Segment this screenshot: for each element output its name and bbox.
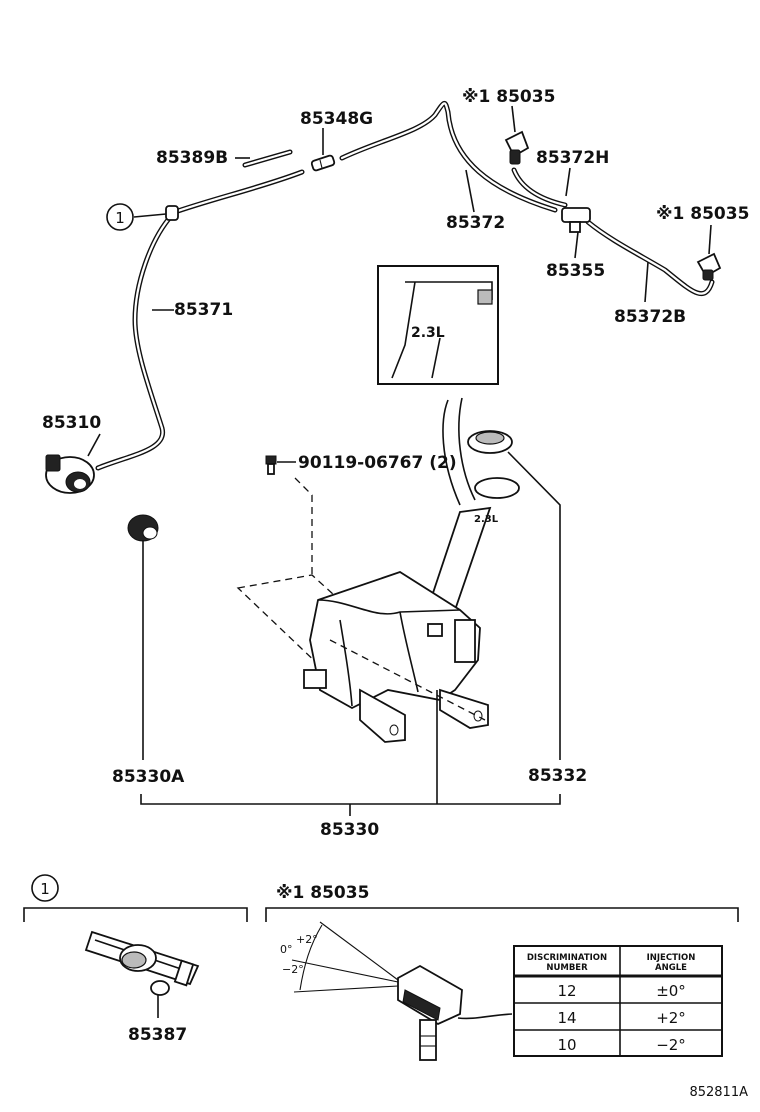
- leader-lines: [87, 105, 712, 816]
- engine-variant-inset: 2.3L: [377, 265, 499, 385]
- label-85035-right: ※1 85035: [656, 204, 749, 224]
- label-85035-detail: ※1 85035: [276, 883, 369, 903]
- label-85330a: 85330A: [112, 767, 185, 787]
- washer-pump-85310: [45, 454, 95, 494]
- hose-85372b: [585, 219, 715, 297]
- svg-text:1: 1: [40, 880, 50, 898]
- grommet-85330a: [127, 514, 159, 542]
- label-85348g: 85348G: [300, 109, 373, 129]
- label-85372h: 85372H: [536, 148, 609, 168]
- inset-engine-label: 2.3L: [411, 325, 445, 341]
- header-discrimination-line1: DISCRIMINATION: [527, 953, 607, 963]
- label-85035-top: ※1 85035: [462, 87, 555, 107]
- part-labels: ※1 85035 85348G 85389B 85372H 85372 ※1 8…: [42, 87, 749, 840]
- label-bolt: 90119-06767 (2): [298, 453, 457, 473]
- hose-85371: [95, 212, 175, 471]
- check-valve-85355: [561, 207, 591, 233]
- label-85389b: 85389B: [156, 148, 228, 168]
- injection-angle-table: DISCRIMINATION NUMBER INJECTION ANGLE 12…: [513, 945, 723, 1057]
- nozzle-85035-top: [504, 130, 530, 165]
- header-injection-line2: ANGLE: [655, 963, 687, 973]
- diagram-id: 852811A: [689, 1085, 748, 1100]
- header-discrimination-line2: NUMBER: [546, 963, 588, 973]
- washer-reservoir-tank: 2.3L: [236, 397, 520, 743]
- joint-85348g: [310, 154, 336, 172]
- table-cell: ±0°: [656, 982, 686, 1000]
- label-85310: 85310: [42, 413, 101, 433]
- table-cell: +2°: [656, 1009, 686, 1027]
- label-85372b: 85372B: [614, 307, 686, 327]
- table-cell: 10: [557, 1036, 576, 1054]
- detail-panel-nozzle: ※1 85035 +2° 0° −2°: [265, 883, 739, 1061]
- label-85332: 85332: [528, 766, 587, 786]
- tank-cap-85332: [467, 430, 513, 454]
- svg-text:2.3L: 2.3L: [474, 514, 499, 525]
- bolt-90119: [265, 455, 277, 475]
- header-injection-line1: INJECTION: [647, 953, 696, 963]
- hose-85372h: [511, 167, 568, 208]
- table-cell: 14: [557, 1009, 576, 1027]
- angle-zero: 0°: [280, 943, 293, 956]
- label-85372: 85372: [446, 213, 505, 233]
- label-85387: 85387: [128, 1025, 187, 1045]
- detail-panel-clip: 1 85387: [23, 874, 248, 1045]
- angle-negative: −2°: [282, 963, 304, 976]
- label-85355: 85355: [546, 261, 605, 281]
- hose-85372: [339, 100, 558, 213]
- table-cell: 12: [557, 982, 576, 1000]
- angle-positive: +2°: [296, 933, 318, 946]
- hose-85389b: [242, 149, 293, 168]
- nozzle-85035-right: [696, 252, 722, 281]
- hose-85389b-section: [169, 169, 305, 216]
- svg-text:1: 1: [115, 209, 125, 227]
- hose-clip: [165, 205, 179, 221]
- callout-circle-1: 1: [106, 203, 134, 231]
- label-85330: 85330: [320, 820, 379, 840]
- label-85371: 85371: [174, 300, 233, 320]
- table-cell: −2°: [656, 1036, 686, 1054]
